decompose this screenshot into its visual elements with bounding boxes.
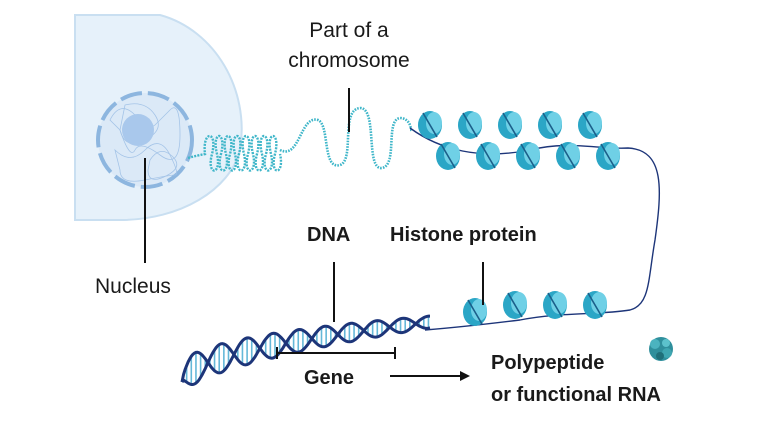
coil-strand — [187, 135, 283, 172]
expression-arrow — [390, 371, 470, 381]
loose-fiber — [279, 106, 412, 170]
protein-icon — [649, 337, 673, 361]
chromosome-label: Part of a chromosome — [288, 19, 410, 72]
gene-label: Gene — [304, 367, 355, 389]
nucleosome-12 — [503, 291, 527, 319]
nucleosome-5 — [578, 111, 602, 139]
histone-label: Histone protein — [390, 224, 537, 246]
nucleus-label: Nucleus — [95, 275, 171, 298]
nucleosome-6 — [436, 142, 460, 170]
nucleosome-9 — [556, 142, 580, 170]
nucleosome-1 — [418, 111, 442, 139]
gene-bracket — [276, 347, 396, 359]
nucleosome-14 — [583, 291, 607, 319]
nucleosome-array — [418, 111, 620, 326]
wavy-strand — [279, 106, 412, 170]
nucleolus — [122, 114, 154, 146]
nucleosome-7 — [476, 142, 500, 170]
product-label: Polypeptide or functional RNA — [491, 352, 661, 406]
dna-double-helix — [180, 314, 431, 386]
nucleosome-3 — [498, 111, 522, 139]
coiled-fiber — [187, 135, 283, 172]
nucleosome-10 — [596, 142, 620, 170]
nucleosome-4 — [538, 111, 562, 139]
nucleosome-2 — [458, 111, 482, 139]
dna-strand-b — [180, 316, 431, 383]
nucleosome-8 — [516, 142, 540, 170]
nucleosome-13 — [543, 291, 567, 319]
dna-label: DNA — [307, 224, 351, 246]
